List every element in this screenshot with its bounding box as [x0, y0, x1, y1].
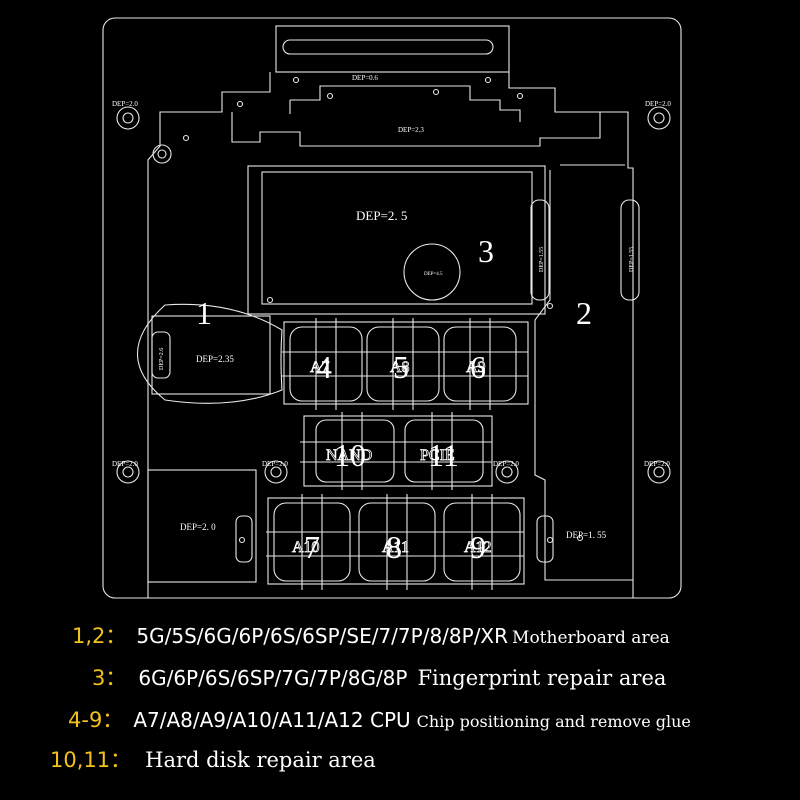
nand-pockets	[300, 412, 493, 490]
dep-small-circle: DEP=4.5	[424, 272, 443, 277]
chip-label-a8: A8	[390, 359, 410, 376]
dep-upper-band: DEP=2.3	[398, 126, 424, 134]
upper-band-outline	[231, 112, 601, 147]
dep-center-board: DEP=2. 5	[356, 208, 407, 223]
legend-key-1: 1,2：	[72, 624, 127, 648]
chip-label-nand: NAND	[326, 447, 372, 464]
fingerprint-circle	[403, 243, 461, 301]
legend-models-1: 5G/5S/6G/6P/6S/6SP/SE/7/7P/8/8P/XR	[136, 624, 509, 648]
area1-lens	[136, 303, 283, 404]
chip-label-a7: A7	[310, 359, 330, 376]
legend-models-3: A7/A8/A9/A10/A11/A12 CPU	[133, 708, 411, 732]
area-number-9: 9	[470, 529, 486, 565]
area-number-7: 7	[304, 529, 320, 565]
dep-center-left-mid: DEP=2.0	[262, 460, 288, 468]
legend-key-2: 3：	[92, 666, 127, 690]
right-lower-tab	[536, 515, 554, 563]
area-number-6: 6	[470, 349, 486, 385]
legend-desc-1: Motherboard area	[512, 628, 670, 648]
legend-row-3: 4-9： A7/A8/A9/A10/A11/A12 CPU Chip posit…	[68, 704, 691, 734]
top-strip	[275, 25, 510, 73]
chip-label-a10: A10	[292, 539, 320, 556]
chip-pockets-top	[282, 318, 529, 410]
center-board	[247, 165, 546, 315]
dep-corner-tr: DEP=2.0	[645, 100, 671, 108]
legend-desc-2: Fingerprint repair area	[417, 666, 667, 690]
legend-desc-4: Hard disk repair area	[145, 748, 376, 772]
legend-row-4: 10,11： Hard disk repair area	[50, 744, 376, 774]
area-number-2: 2	[576, 295, 592, 331]
area-number-1: 1	[196, 295, 212, 331]
legend-key-3: 4-9：	[68, 708, 124, 732]
left-lower-box	[147, 469, 257, 583]
dep-left-mid: DEP=2.0	[112, 460, 138, 468]
dep-area1-side: DEP=2.6	[159, 348, 165, 370]
slot-mid	[530, 199, 550, 301]
area-number-5: 5	[393, 349, 409, 385]
screw-holes	[116, 106, 671, 484]
left-lower-tab	[235, 515, 253, 563]
dep-slot-right: DEP=1.55	[629, 247, 635, 272]
area-number-11: 11	[428, 437, 459, 473]
right-board-outline	[534, 164, 633, 581]
area-number-4: 4	[316, 349, 332, 385]
area-number-8: 8	[386, 529, 402, 565]
chip-pockets-bottom	[266, 494, 525, 590]
dep-corner-tl: DEP=2.0	[112, 100, 138, 108]
inner-step-outline	[289, 85, 521, 122]
dep-center-right-mid: DEP=2.0	[493, 460, 519, 468]
chip-label-a9: A9	[466, 359, 486, 376]
legend-row-2: 3： 6G/6P/6S/6SP/7G/7P/8G/8P Fingerprint …	[92, 662, 666, 692]
dep-top-strip: DEP=0.6	[352, 74, 378, 82]
legend-models-2: 6G/6P/6S/6SP/7G/7P/8G/8P	[138, 666, 408, 690]
area1-tab	[151, 331, 171, 379]
legend-desc-3: Chip positioning and remove glue	[416, 712, 691, 731]
upper-board-outline	[147, 72, 634, 598]
top-slot	[282, 39, 494, 55]
dep-right-mid: DEP=2.0	[644, 460, 670, 468]
dep-bottom-left: DEP=2. 0	[180, 522, 216, 532]
fixture-drawing: DEP=0.6 DEP=2.3 DEP=2.0 DEP=2.0 DEP=2. 5…	[102, 17, 682, 599]
slot-right	[620, 199, 640, 301]
dep-bottom-right: DEP=1. 55	[566, 530, 607, 540]
legend-row-1: 1,2： 5G/5S/6G/6P/6S/6SP/SE/7/7P/8/8P/XR …	[72, 620, 670, 650]
chip-label-a11: A11	[382, 539, 409, 556]
dep-area1: DEP=2.35	[196, 354, 234, 364]
legend-key-4: 10,11：	[50, 748, 132, 772]
dep-slot-mid: DEP=1.55	[539, 247, 545, 272]
small-holes	[182, 76, 584, 544]
center-board-inner	[261, 171, 533, 305]
chip-label-a12: A12	[464, 539, 492, 556]
chip-label-pcie: PCIE	[420, 447, 455, 464]
area-number-10: 10	[334, 437, 366, 473]
area-number-3: 3	[478, 233, 494, 269]
plate-outline	[102, 17, 682, 599]
